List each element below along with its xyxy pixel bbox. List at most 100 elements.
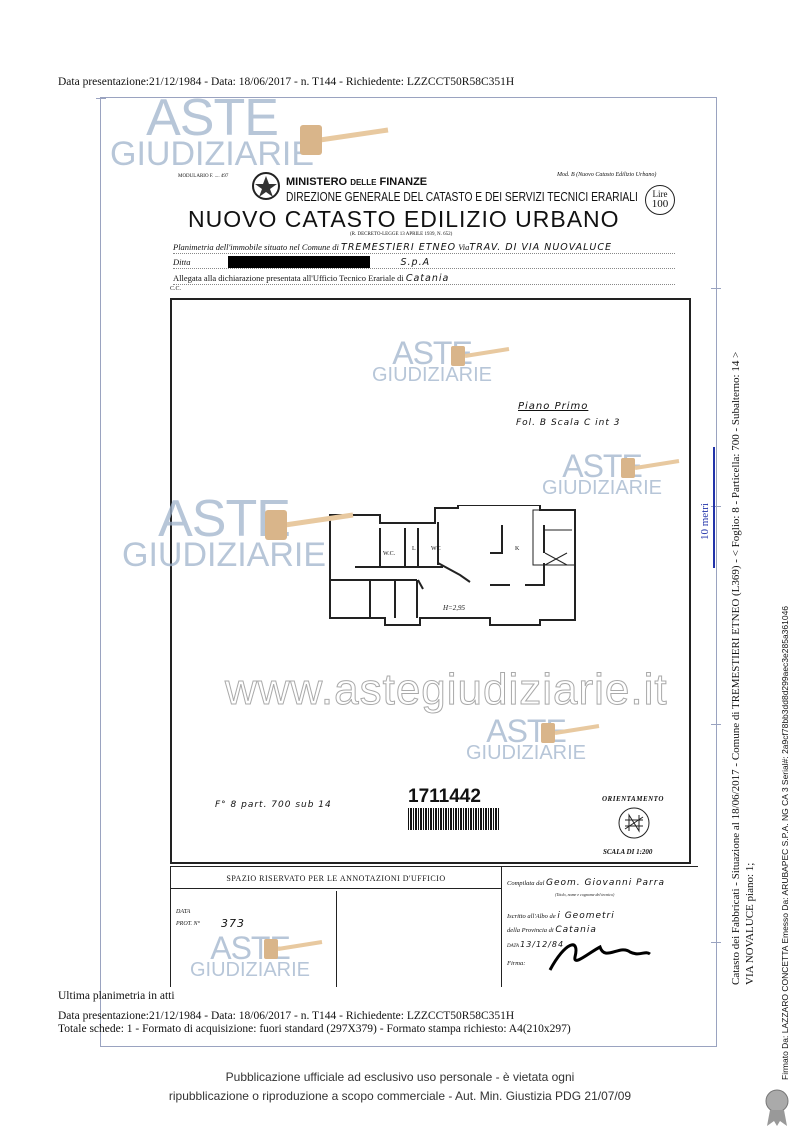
publication-notice: Pubblicazione ufficiale ad esclusivo uso… (0, 1068, 800, 1106)
signature (548, 943, 651, 971)
planimetria-label: Planimetria dell'immobile situato nel Co… (173, 242, 339, 252)
provincia-value: Catania (555, 925, 597, 935)
room-l: L (412, 546, 416, 552)
via-value: TRAV. DI VIA NUOVALUCE (469, 242, 613, 253)
ditta-label: Ditta (173, 257, 191, 267)
watermark-line2: GIUDIZIARIE (122, 536, 327, 575)
plan-outer-wall (329, 505, 576, 626)
iscritto-label: Iscritto all'Albo de (507, 913, 556, 920)
watermark-line2: GIUDIZIARIE (190, 959, 311, 982)
site-watermark: www.astegiudiziarie.it (225, 665, 668, 715)
plan-box (170, 298, 691, 864)
room-wc1: W.C. (383, 551, 396, 557)
gavel-icon (541, 723, 600, 743)
floor-plan (329, 505, 576, 626)
stairwell (532, 509, 576, 566)
watermark-line2: GIUDIZIARIE (110, 135, 315, 174)
form-title: NUOVO CATASTO EDILIZIO URBANO (188, 206, 620, 232)
gavel-icon (264, 939, 323, 959)
watermark-line2: GIUDIZIARIE (542, 477, 663, 500)
location-label: Fol. B Scala C int 3 (516, 418, 621, 428)
footer-line2: Totale schede: 1 - Formato di acquisizio… (58, 1023, 571, 1035)
ministry-label: MINISTERO DELLE FINANZE (286, 176, 427, 188)
watermark-line2: GIUDIZIARIE (466, 742, 587, 765)
gavel-icon (451, 346, 510, 366)
frame-tick (711, 942, 721, 943)
side-signature-text: Firmato Da: LAZZARO CONCETTA Emesso Da: … (780, 605, 790, 1080)
frame-tick (711, 288, 721, 289)
compilata-label: Compilata dal (507, 880, 545, 887)
page-frame (96, 97, 721, 1047)
scale-label: SCALA DI 1:200 (603, 848, 653, 856)
data2-value: 13/12/84 (520, 940, 565, 949)
reference-label: F° 8 part. 700 sub 14 (215, 800, 332, 810)
lire-value: 100 (651, 198, 669, 210)
ministry-finanze: FINANZE (379, 176, 428, 188)
planimetria-line: Planimetria dell'immobile situato nel Co… (173, 242, 675, 254)
gavel-icon (265, 510, 354, 540)
allegata-line: Allegata alla dichiarazione presentata a… (173, 273, 675, 285)
cc-label: C.C. (170, 286, 182, 292)
compilata-box: Compilata dal Geom. Giovanni Parra (Tito… (500, 866, 698, 987)
prot-label: PROT. N° (176, 921, 200, 927)
ministry-delle: DELLE (350, 178, 377, 187)
direction-title: DIREZIONE GENERALE DEL CATASTO E DEI SER… (286, 190, 638, 204)
side-catasto-text: Catasto dei Fabbricati - Situazione al 1… (730, 351, 742, 985)
prot-value: 373 (221, 917, 245, 930)
north-arrow-icon (618, 807, 650, 839)
gavel-icon (300, 125, 389, 155)
annotations-divider (336, 891, 337, 987)
data2-label: DATA (507, 944, 519, 949)
watermark-line2: GIUDIZIARIE (372, 364, 493, 387)
barcode (408, 808, 500, 830)
frame-tick (96, 98, 106, 99)
decree-label: (R. DECRETO-LEGGE 13 APRILE 1939, N. 652… (350, 232, 453, 237)
comune-value: TREMESTIERI ETNEO (341, 242, 457, 253)
lire-label: Lire (652, 189, 668, 199)
compilata-hint: (Titolo, nome e cognome del tecnico) (555, 892, 615, 897)
notice-line1: Pubblicazione ufficiale ad esclusivo uso… (225, 1070, 575, 1084)
provincia-label: della Provincia di (507, 927, 554, 934)
barcode-number: 1711442 (408, 786, 481, 807)
ufficio-value: Catania (405, 273, 450, 284)
redaction-bar (228, 256, 370, 268)
emblem-icon (252, 172, 280, 200)
footer-line1: Data presentazione:21/12/1984 - Data: 18… (58, 1010, 515, 1022)
side-via-text: VIA NOVALUCE piano: 1; (744, 862, 756, 985)
via-label: Via (458, 242, 470, 252)
bedroom-walls (369, 580, 418, 618)
floor-label: Piano Primo (518, 401, 589, 412)
height-label: H=2,95 (443, 604, 466, 612)
frame-tick (711, 506, 721, 507)
room-walls (379, 522, 439, 567)
room-k: K (515, 546, 520, 552)
scale-bar (713, 447, 715, 568)
room-wc2: WC (431, 546, 441, 552)
kitchen-walls (490, 525, 545, 586)
ultima-planimetria: Ultima planimetria in atti (58, 990, 175, 1002)
ditta-line: Ditta S.p.A (173, 257, 675, 269)
scale-bar-label: 10 metri (699, 503, 711, 540)
orientation-label: ORIENTAMENTO (602, 795, 664, 803)
elevator (544, 529, 572, 566)
annotations-box: SPAZIO RISERVATO PER LE ANNOTAZIONI D'UF… (170, 866, 502, 987)
certificate-badge-icon (765, 1089, 789, 1126)
frame-tick (711, 724, 721, 725)
gavel-icon (621, 458, 680, 478)
allegata-label: Allegata alla dichiarazione presentata a… (173, 273, 404, 283)
ditta-value: S.p.A (400, 257, 431, 268)
firma-label: Firma: (507, 960, 526, 967)
notice-line2: ripubblicazione o riproduzione a scopo c… (168, 1089, 632, 1103)
iscritto-value: i Geometri (557, 911, 615, 921)
watermark-line1: ASTE (146, 89, 279, 147)
compilata-value: Geom. Giovanni Parra (546, 878, 665, 888)
modulario-code: MODULARIO F. .... 497 (178, 174, 229, 179)
ministry-word: MINISTERO (286, 176, 348, 188)
diagonal-wall (417, 562, 471, 590)
annotations-title: SPAZIO RISERVATO PER LE ANNOTAZIONI D'UF… (171, 867, 501, 889)
mod-label: Mod. B (Nuovo Catasto Edilizio Urbano) (557, 172, 657, 178)
corridor-wall (330, 566, 443, 581)
